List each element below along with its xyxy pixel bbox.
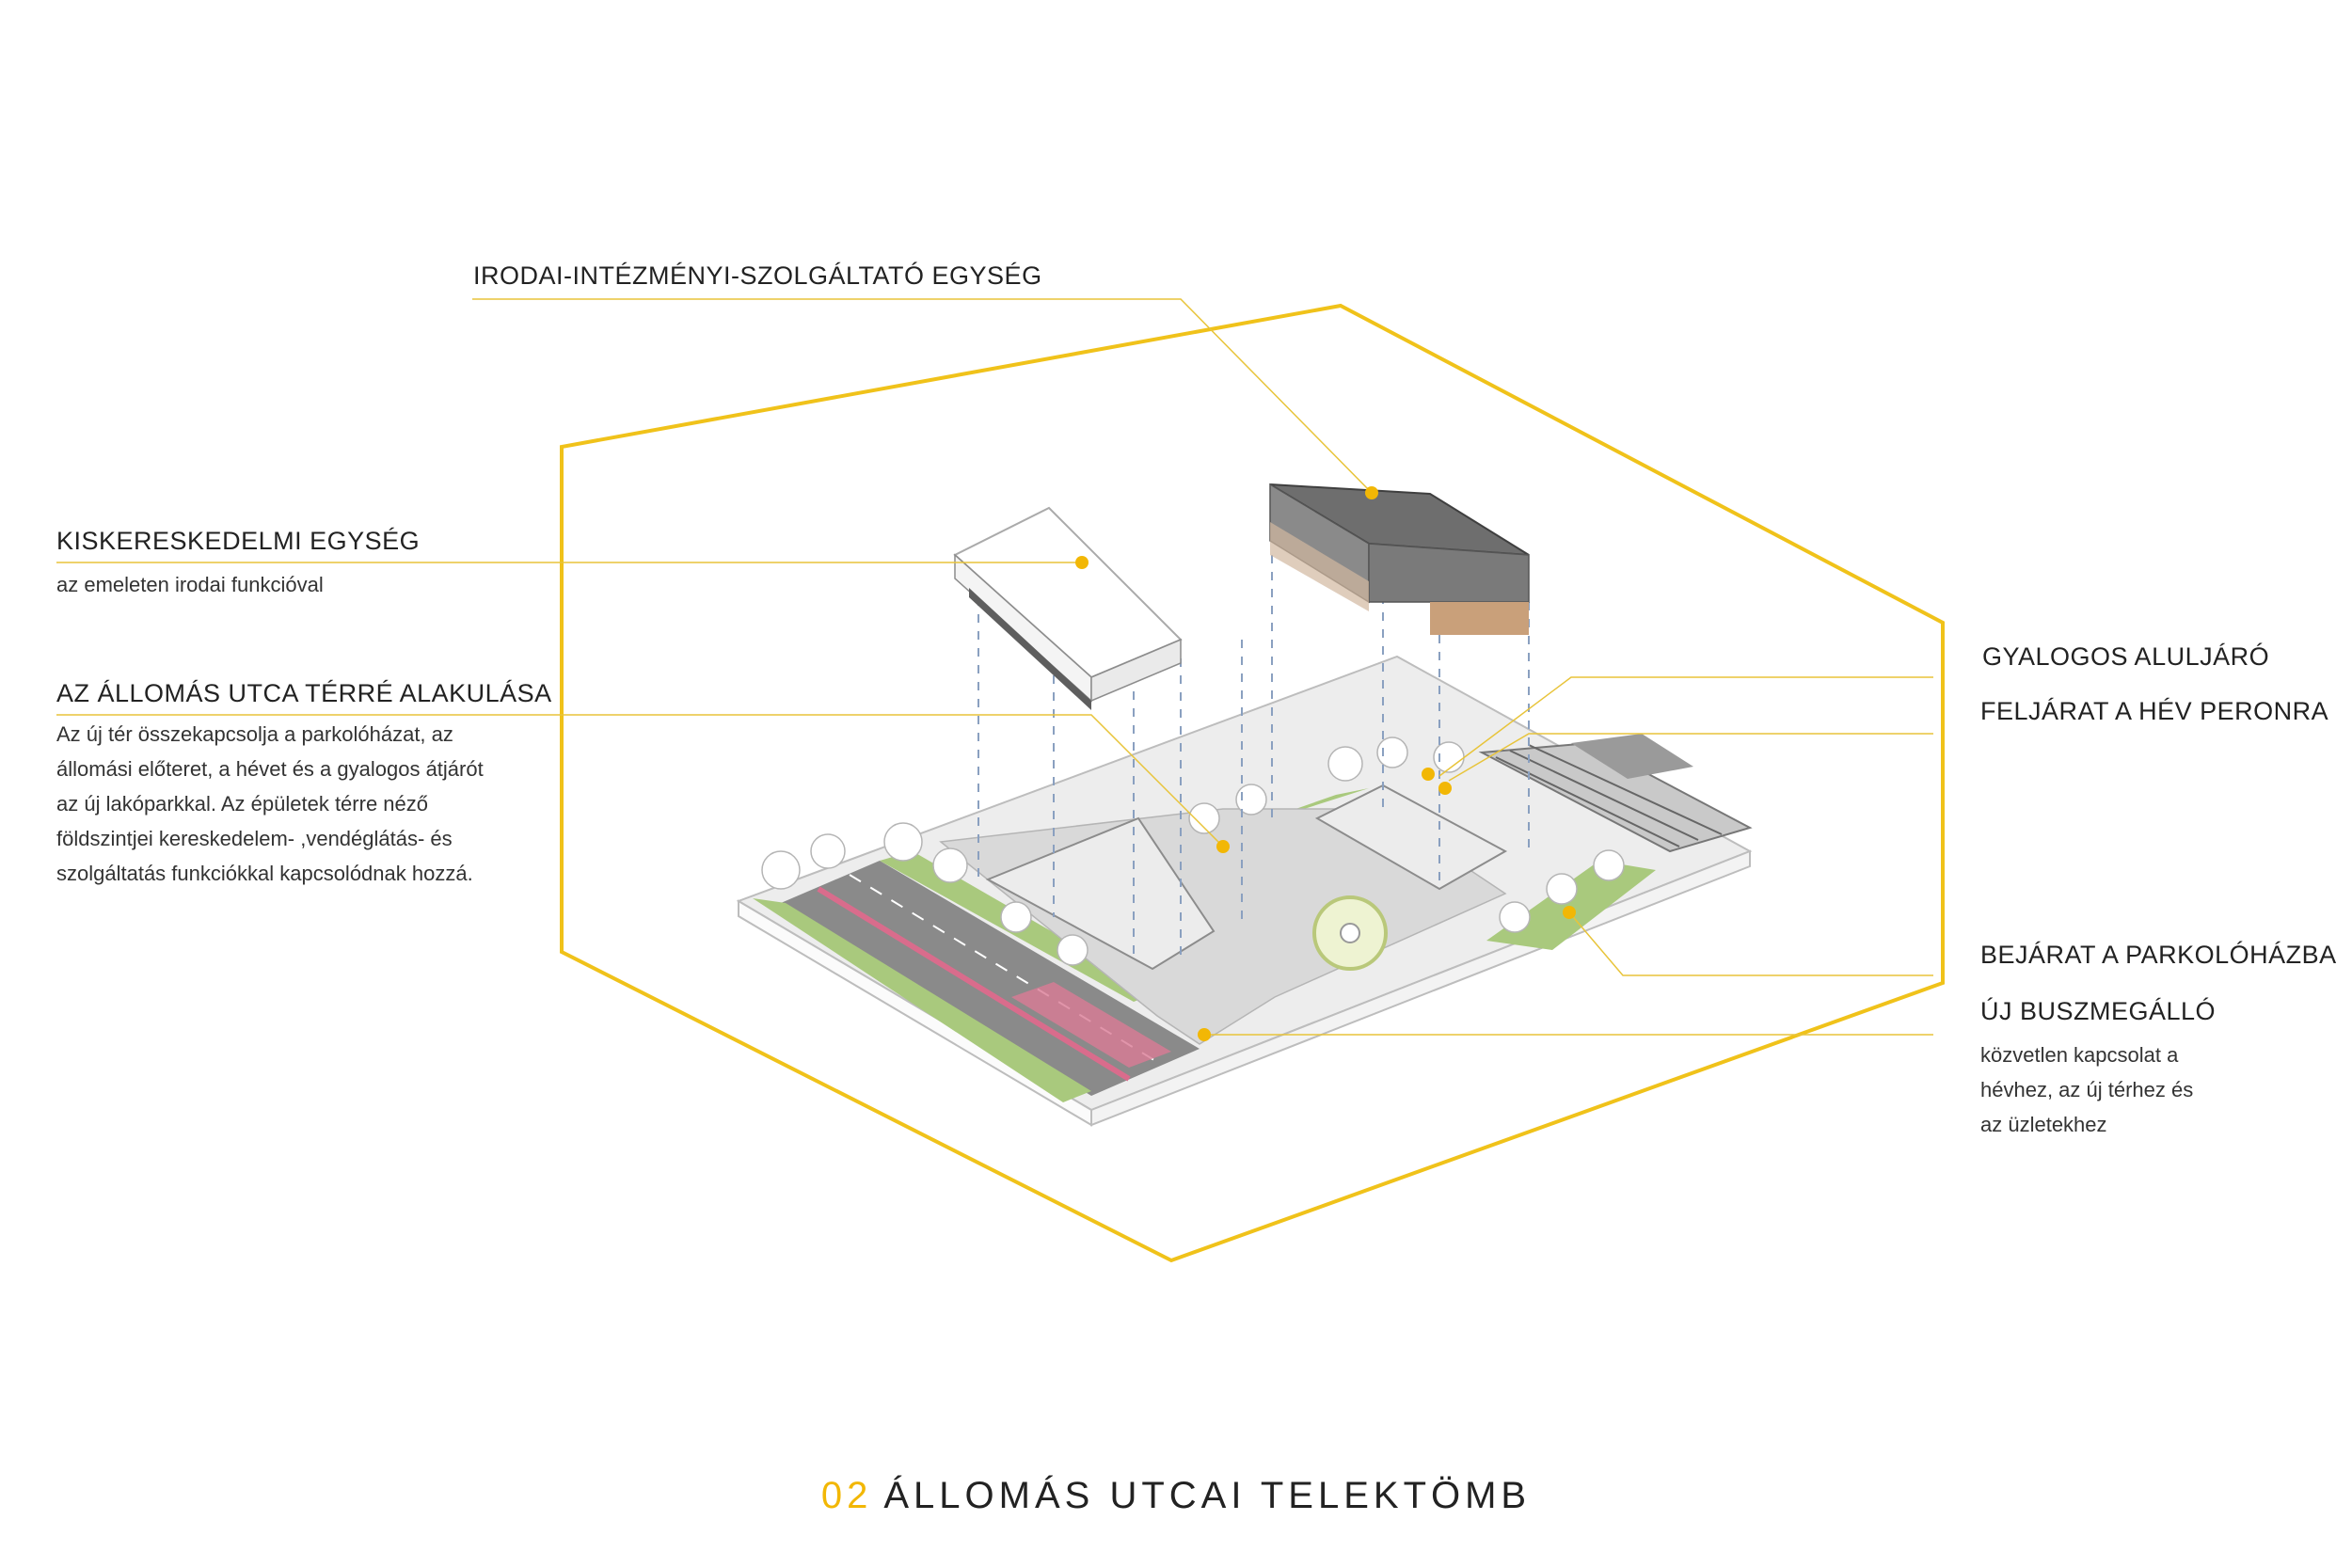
retail-footprint bbox=[985, 816, 1216, 971]
square-desc: Az új tér összekapcsolja a parkolóházat,… bbox=[56, 717, 484, 891]
square-desc-line: az új lakóparkkal. Az épületek térre néz… bbox=[56, 792, 429, 816]
title-number: 02 bbox=[820, 1475, 873, 1516]
leader-lines bbox=[56, 298, 1933, 1036]
square-label: AZ ÁLLOMÁS UTCA TÉRRÉ ALAKULÁSA bbox=[56, 679, 552, 707]
road bbox=[781, 861, 1200, 1096]
square-desc-line: állomási előteret, a hévet és a gyalogos… bbox=[56, 757, 484, 781]
office-building bbox=[1269, 483, 1530, 635]
bus-stop-label: ÚJ BUSZMEGÁLLÓ bbox=[1980, 997, 2217, 1025]
trees bbox=[761, 736, 1625, 966]
callout-markers bbox=[1075, 486, 1576, 1041]
bus-stop-desc: közvetlen kapcsolat a hévhez, az új térh… bbox=[1980, 1037, 2193, 1142]
square-desc-line: Az új tér összekapcsolja a parkolóházat,… bbox=[56, 722, 453, 746]
platform-label: FELJÁRAT A HÉV PERONRA bbox=[1980, 697, 2329, 725]
grass-strip-right bbox=[1486, 861, 1656, 950]
grass-strip-front bbox=[753, 898, 1091, 1102]
site-boundary-hexagon bbox=[560, 303, 1945, 1263]
retail-unit-label: KISKERESKEDELMI EGYSÉG bbox=[56, 527, 421, 555]
bus-stop-desc-line: az üzletekhez bbox=[1980, 1113, 2107, 1136]
projection-lines bbox=[977, 555, 1530, 959]
underpass-label: GYALOGOS ALULJÁRÓ bbox=[1982, 642, 2270, 671]
bus-stop-desc-line: hévhez, az új térhez és bbox=[1980, 1078, 2194, 1101]
office-footprint bbox=[1314, 784, 1508, 891]
retail-unit-desc: az emeleten irodai funkcióval bbox=[56, 573, 324, 596]
retail-building bbox=[953, 506, 1183, 710]
square-desc-line: szolgáltatás funkciókkal kapcsolódnak ho… bbox=[56, 862, 473, 885]
office-unit-label: IRODAI-INTÉZMÉNYI-SZOLGÁLTATÓ EGYSÉG bbox=[473, 261, 1042, 290]
hev-station bbox=[1478, 734, 1753, 853]
parking-entrance-label: BEJÁRAT A PARKOLÓHÁZBA bbox=[1980, 941, 2337, 969]
bus-stop-desc-line: közvetlen kapcsolat a bbox=[1980, 1043, 2179, 1067]
fountain-plaza bbox=[1312, 895, 1388, 971]
title-text: ÁLLOMÁS UTCAI TELEKTÖMB bbox=[883, 1475, 1532, 1516]
square-desc-line: földszintjei kereskedelem- ,vendéglátás-… bbox=[56, 827, 453, 850]
